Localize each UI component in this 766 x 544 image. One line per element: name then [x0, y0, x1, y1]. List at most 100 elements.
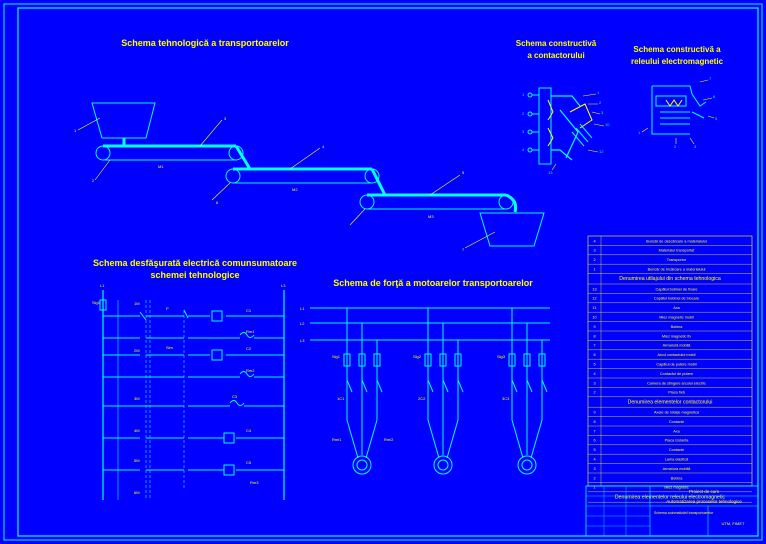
loading-hopper: [91, 102, 156, 139]
legend-num: 3: [593, 467, 595, 471]
legend-num: 2: [593, 476, 595, 480]
legend-num: 10: [592, 316, 596, 320]
label-6: 6: [216, 200, 219, 205]
motor-label-m3: M3: [428, 214, 434, 219]
legend-num: 4: [593, 458, 595, 462]
svg-text:3: 3: [522, 129, 525, 134]
legend-num: 7: [593, 429, 595, 433]
ctrl-l3: L3: [281, 283, 286, 288]
legend-header: Denumirea elementelor releului electroma…: [615, 494, 726, 500]
rung-2: [103, 332, 284, 339]
power-circuit: [310, 307, 550, 475]
coil-c2: C2: [246, 346, 252, 351]
legend-text: Arcul contactului mobil: [658, 353, 696, 357]
conveyor-scheme: [77, 102, 545, 249]
legend-num: 6: [593, 439, 595, 443]
label-1: 1: [74, 128, 77, 133]
legend-text: Axele de rotaţie magnetica: [654, 411, 700, 415]
legend-text: Contacte: [669, 420, 684, 424]
motor-branch-2: [424, 308, 464, 475]
legend-text: Miez magnetic mobil: [659, 316, 694, 320]
legend-header: Denumirea elementelor contactorului: [628, 399, 713, 405]
label-4: 4: [322, 144, 325, 149]
svg-text:5: 5: [715, 116, 718, 121]
coil-c3: C3: [232, 394, 238, 399]
rung-6: [103, 432, 284, 444]
relay-drawing: [641, 79, 715, 145]
svg-text:3: 3: [601, 110, 604, 115]
fuse-1: Sig1: [332, 354, 341, 359]
legend-text: Axa: [673, 429, 680, 433]
label-sim: Sim: [166, 345, 174, 350]
row-6m: 6M: [134, 490, 140, 495]
svg-text:1: 1: [597, 90, 600, 95]
motor-1: [352, 455, 372, 475]
svg-text:7: 7: [709, 76, 712, 81]
legend-num: 13: [592, 287, 596, 291]
svg-text:2: 2: [522, 111, 525, 116]
outer-frame: [3, 3, 763, 541]
legend-num: 7: [593, 344, 595, 348]
svg-text:1: 1: [522, 92, 525, 97]
rung-5: [103, 400, 284, 407]
coil-c1: C1: [246, 308, 252, 313]
row-4m: 4M: [134, 428, 140, 433]
label-3: 3: [224, 116, 227, 121]
svg-text:12: 12: [599, 149, 604, 154]
legend-num: 8: [593, 420, 595, 424]
title-contactor-1: Schema constructivă: [516, 39, 597, 48]
legend-num: 5: [593, 363, 595, 367]
row-3m: 3M: [134, 396, 140, 401]
phase-label-l3: L3: [300, 338, 305, 343]
legend-num: 2: [593, 258, 595, 262]
title-power: Schema de forţă a motoarelor transportoa…: [333, 278, 533, 288]
rung-4: [103, 371, 284, 378]
fuse-3: Sig3: [497, 354, 506, 359]
label-7: 7: [462, 247, 465, 252]
label-rm3: Rm3: [250, 480, 259, 485]
svg-text:13: 13: [548, 170, 553, 175]
svg-text:1: 1: [638, 130, 641, 135]
ctrl-l1: L1: [100, 283, 105, 288]
legend-num: 2: [593, 391, 595, 395]
legend-num: 11: [593, 306, 597, 310]
title-relay-1: Schema constructivă a: [633, 45, 721, 54]
title-contactor-2: a contactorului: [527, 51, 584, 60]
svg-text:3: 3: [694, 144, 697, 149]
row-2m: 2M: [134, 348, 140, 353]
relay-1a: Rml1: [332, 437, 342, 442]
rung-7: [103, 464, 284, 476]
legend-num: 8: [593, 334, 595, 338]
legend-num: 3: [593, 381, 595, 385]
inner-frame: [17, 7, 759, 537]
label-rm1: Rm1: [246, 329, 255, 334]
svg-text:2: 2: [599, 100, 602, 105]
ctrl-fuse: Sig1: [92, 300, 101, 305]
legend-text: Bobina: [671, 476, 684, 480]
svg-text:2: 2: [674, 144, 677, 149]
fuse-2: Sig2: [413, 354, 422, 359]
tb-subject: Automatizarea proceselor tehnologice: [666, 499, 742, 504]
legend-text: Transportor: [667, 258, 687, 262]
title-relay-2: releului electromagnetic: [631, 57, 724, 66]
legend-text: Materialul transportat: [659, 249, 696, 253]
relay-1b: Rml2: [384, 437, 394, 442]
legend-text: Capătul de putere mobil: [656, 363, 696, 367]
tb-desc: Schema automatizării transportoarelor: [654, 511, 714, 515]
legend-num: 3: [593, 249, 595, 253]
label-2: 2: [92, 178, 95, 183]
legend-num: 4: [593, 372, 595, 376]
control-circuit: [99, 290, 285, 500]
title-control-1: Schema desfăşurată electrică comunsumato…: [93, 258, 297, 268]
legend-num: 6: [593, 353, 595, 357]
legend-num: 5: [593, 448, 595, 452]
motor-branch-1: [343, 308, 383, 475]
motor-branch-3: [508, 308, 548, 475]
legend-text: Capătul bobinei de blocare: [654, 297, 699, 301]
legend-text: Capătul bobinei de fixare: [655, 287, 697, 291]
legend-text: Bobina: [671, 325, 684, 329]
contact-3: 3C3: [502, 396, 510, 401]
